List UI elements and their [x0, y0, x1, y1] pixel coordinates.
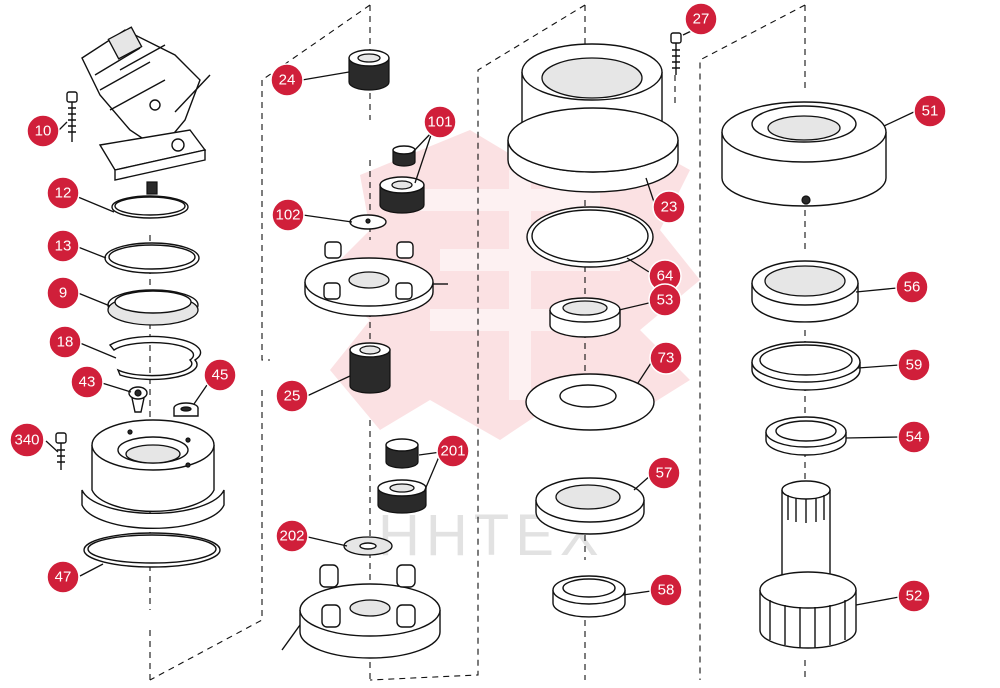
leader-lines [45, 21, 917, 606]
o-ring-64 [526, 206, 654, 268]
assembly-guide-lines [149, 4, 806, 681]
bearing-58 [552, 575, 626, 618]
svg-text:9: 9 [59, 285, 67, 302]
nut-53 [549, 297, 621, 338]
callout-24: 24 [270, 63, 304, 97]
svg-text:45: 45 [212, 367, 229, 384]
callout-10: 10 [26, 114, 60, 148]
callout-52: 52 [897, 579, 931, 613]
svg-text:73: 73 [658, 350, 675, 367]
svg-text:51: 51 [922, 103, 939, 120]
svg-text:59: 59 [906, 357, 923, 374]
bearing-56 [751, 260, 859, 323]
motor-assembly [81, 26, 211, 195]
svg-text:58: 58 [658, 582, 675, 599]
brake-housing [81, 419, 225, 568]
svg-text:52: 52 [906, 588, 923, 605]
svg-text:57: 57 [656, 465, 673, 482]
gears-201 [377, 438, 427, 514]
svg-text:340: 340 [14, 432, 39, 449]
callout-9: 9 [46, 276, 80, 310]
washer-102 [349, 214, 387, 230]
callout-45: 45 [203, 358, 237, 392]
svg-text:64: 64 [657, 268, 674, 285]
callout-18: 18 [48, 325, 82, 359]
callout-43: 43 [70, 365, 104, 399]
bolt-10 [66, 91, 78, 142]
callout-101: 101 [423, 105, 457, 139]
callout-13: 13 [46, 229, 80, 263]
svg-text:56: 56 [904, 279, 921, 296]
callout-59: 59 [897, 348, 931, 382]
sun-gear-25 [349, 342, 391, 394]
callout-53: 53 [648, 283, 682, 317]
callout-340: 340 [9, 422, 45, 458]
svg-text:202: 202 [279, 528, 304, 545]
svg-text:43: 43 [79, 374, 96, 391]
svg-text:201: 201 [440, 443, 465, 460]
callout-58: 58 [649, 573, 683, 607]
callout-102: 102 [271, 198, 305, 232]
callout-51: 51 [913, 94, 947, 128]
callout-57: 57 [647, 456, 681, 490]
planet-carrier-2 [281, 564, 441, 659]
callout-73: 73 [649, 341, 683, 375]
bolt-27 [670, 32, 682, 75]
callout-23: 23 [652, 190, 686, 224]
svg-text:13: 13 [55, 238, 72, 255]
washer-202 [343, 536, 393, 556]
svg-text:25: 25 [284, 388, 301, 405]
shim-73 [525, 373, 655, 431]
callout-202: 202 [275, 519, 309, 553]
svg-text:102: 102 [275, 207, 300, 224]
seal-59 [751, 341, 861, 391]
svg-text:53: 53 [657, 292, 674, 309]
svg-text:23: 23 [661, 199, 678, 216]
planet-carrier-1 [304, 241, 448, 317]
gear-51 [721, 101, 887, 207]
svg-text:101: 101 [427, 114, 452, 131]
svg-text:54: 54 [906, 429, 923, 446]
callout-56: 56 [895, 270, 929, 304]
callout-201: 201 [436, 434, 470, 468]
svg-text:24: 24 [279, 72, 296, 89]
o-rings-12-13-9 [104, 195, 202, 381]
callout-27: 27 [684, 2, 718, 36]
callout-25: 25 [275, 379, 309, 413]
gears-101 [379, 145, 425, 214]
pinion-shaft-52 [759, 480, 857, 649]
spacer-54 [765, 416, 847, 456]
callout-54: 54 [897, 420, 931, 454]
callout-12: 12 [46, 176, 80, 210]
svg-text:10: 10 [35, 123, 52, 140]
gear-24 [348, 49, 390, 91]
bolt-340 [55, 432, 67, 470]
svg-text:27: 27 [693, 11, 710, 28]
fittings-43-45 [128, 386, 199, 417]
ring-gear-23 [507, 43, 679, 193]
bearing-57 [535, 477, 645, 535]
callout-47: 47 [46, 560, 80, 594]
svg-text:12: 12 [55, 185, 72, 202]
svg-text:18: 18 [57, 334, 74, 351]
svg-text:47: 47 [55, 569, 72, 586]
